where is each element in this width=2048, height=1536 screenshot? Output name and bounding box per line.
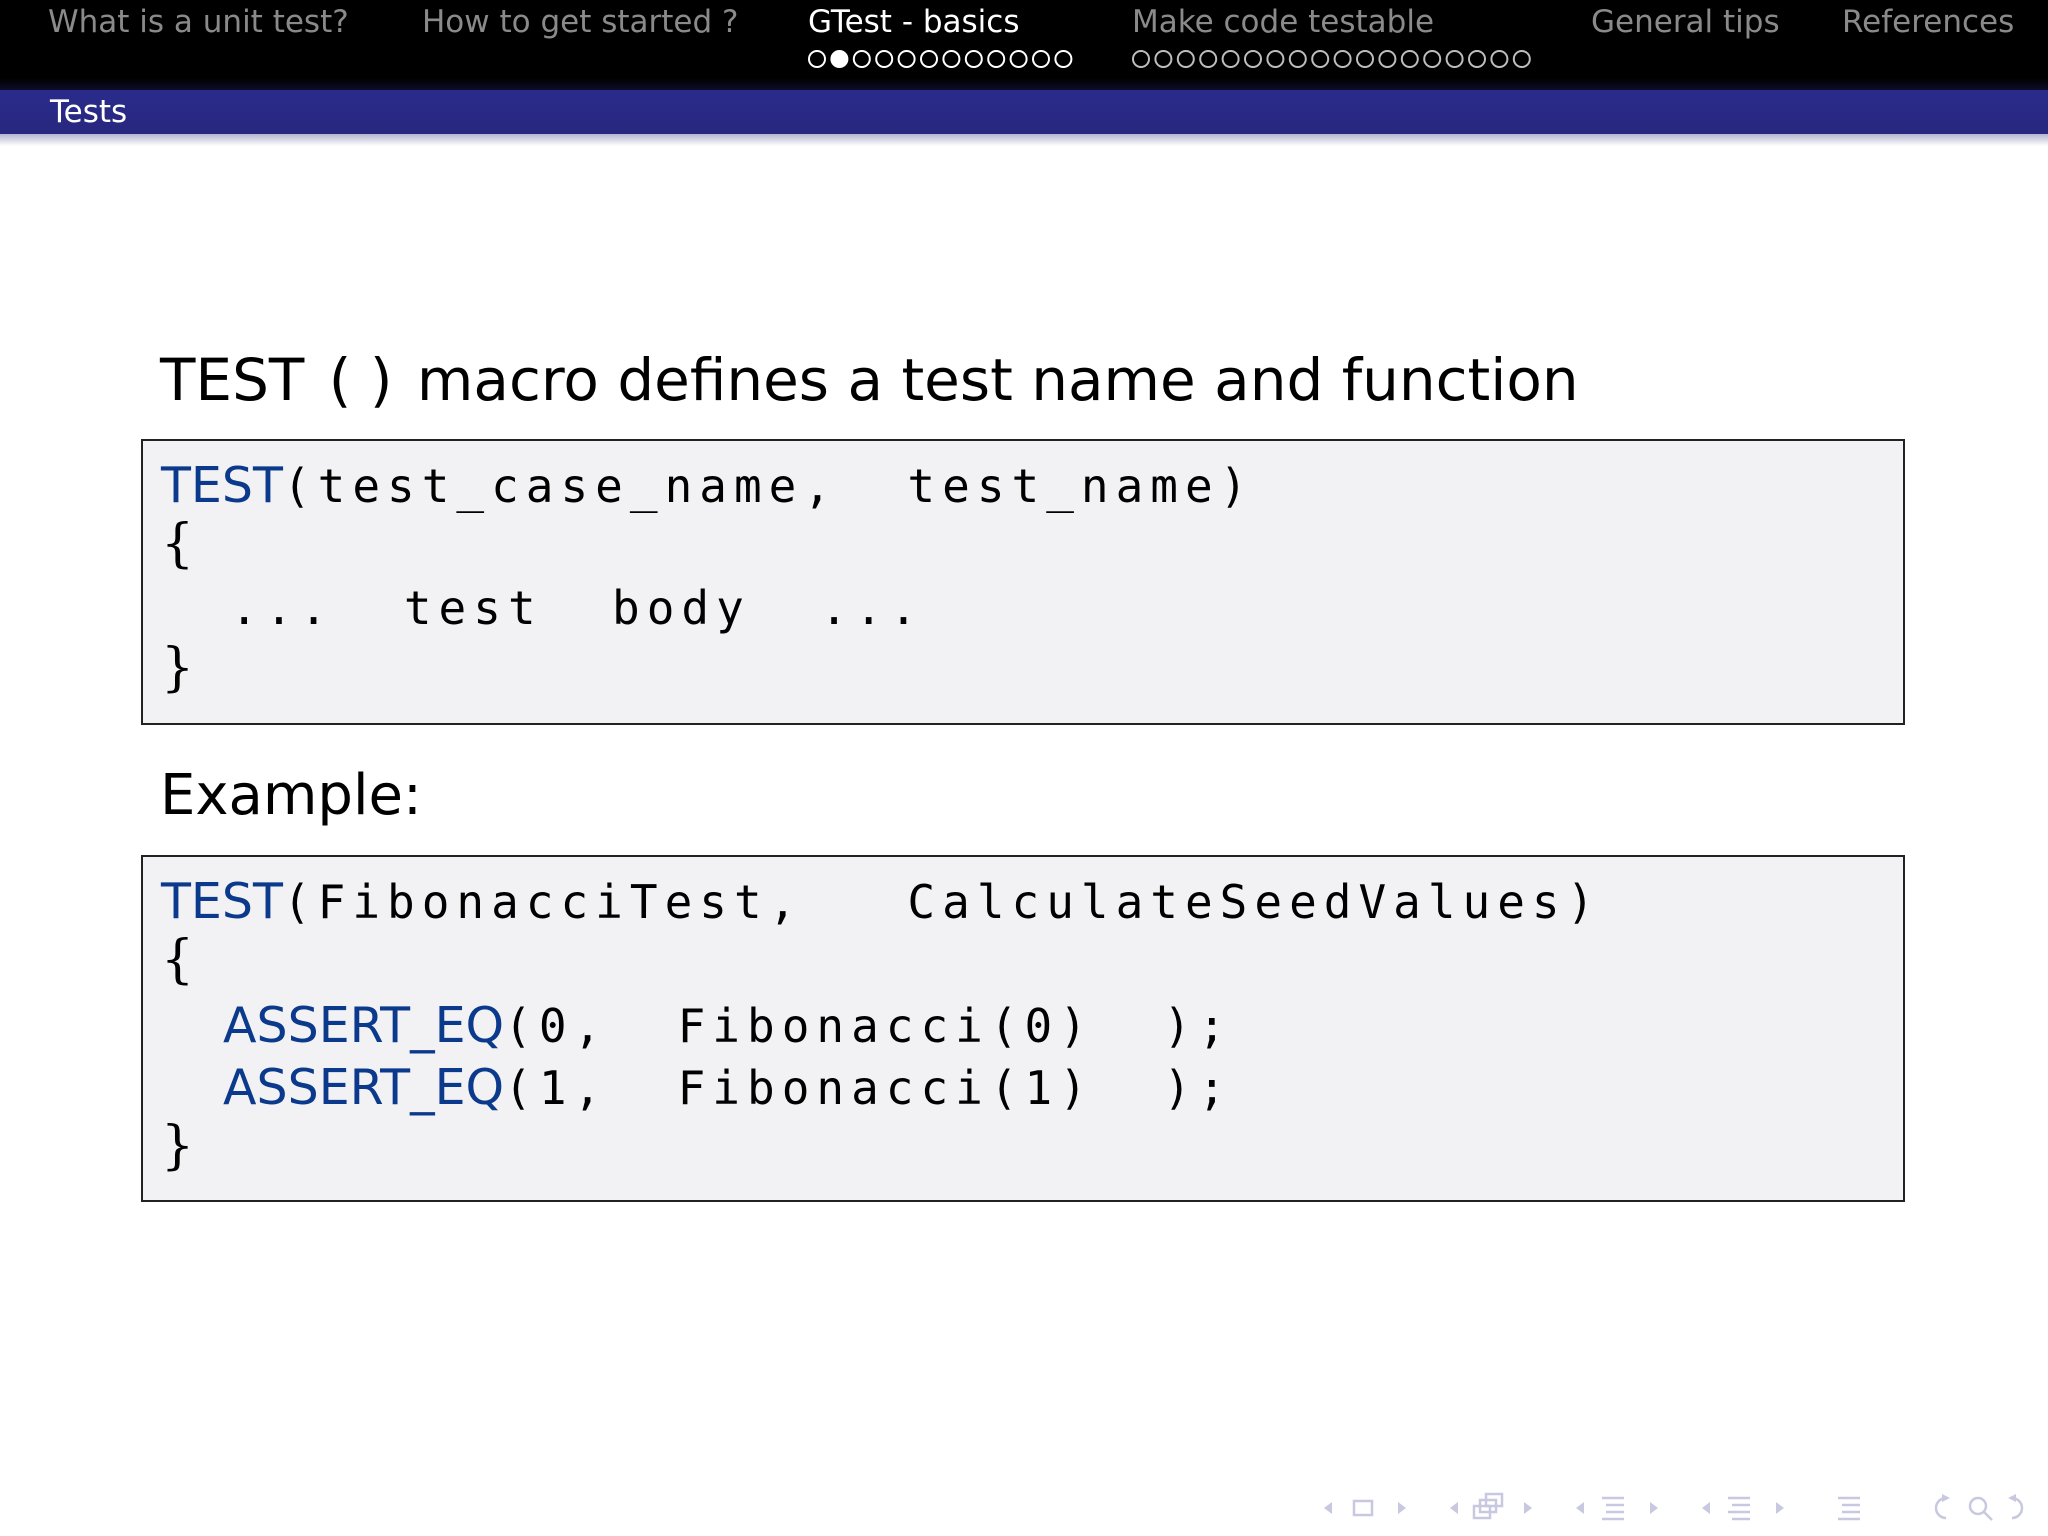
frame-dot[interactable] <box>1512 50 1531 68</box>
code-line: ASSERT_EQ(0, Fibonacci(0) ); <box>223 995 1233 1057</box>
frame-dot[interactable] <box>920 50 938 68</box>
beamer-navigation-symbols <box>1310 1488 2040 1528</box>
frame-dot[interactable] <box>1032 50 1050 68</box>
part-nav-icon[interactable] <box>1688 1488 1798 1528</box>
code-text: (1, Fibonacci(1) ); <box>504 1061 1233 1115</box>
nav-section-label: What is a unit test? <box>48 4 349 40</box>
frame-dot[interactable] <box>987 50 1006 68</box>
code-keyword: ASSERT_EQ <box>223 1059 505 1116</box>
frame-dot[interactable] <box>1311 50 1330 68</box>
frame-dots-make-code-testable <box>1132 50 1531 68</box>
frame-dot[interactable] <box>1378 50 1397 68</box>
frame-dot[interactable] <box>1490 50 1509 68</box>
frame-dot[interactable] <box>1154 50 1173 68</box>
frame-dot[interactable] <box>1054 50 1073 68</box>
frame-progress-dots <box>808 44 1088 74</box>
nav-section-gtest-basics[interactable]: GTest - basics <box>808 0 1088 90</box>
code-line: TEST(FibonacciTest, CalculateSeedValues) <box>161 871 1601 933</box>
frame-dot[interactable] <box>897 50 916 68</box>
code-line: ... test body ... <box>161 581 925 635</box>
subsection-bar-shadow <box>0 134 2048 146</box>
code-open-brace: { <box>161 514 195 574</box>
frame-progress-dots <box>1132 44 1552 74</box>
heading-keyword: TEST <box>160 346 305 414</box>
appendix-icon[interactable] <box>1830 1488 1870 1528</box>
section-navigation-bar: What is a unit test? How to get started … <box>0 0 2048 90</box>
subsection-title[interactable]: Tests <box>50 94 128 130</box>
slide-heading: TEST ( ) macro defines a test name and f… <box>160 340 1579 420</box>
frame-dot[interactable] <box>1266 50 1285 68</box>
example-label: Example: <box>160 763 422 828</box>
nav-section-label: General tips <box>1591 4 1780 40</box>
frame-dot[interactable] <box>1356 50 1374 68</box>
heading-text: macro defines a test name and function <box>416 346 1579 414</box>
nav-section-make-code-testable[interactable]: Make code testable <box>1132 0 1552 90</box>
frame-dot[interactable] <box>1400 50 1419 68</box>
code-block-syntax: TEST(test_case_name, test_name) { ... te… <box>141 439 1905 725</box>
frame-dot[interactable] <box>852 50 871 68</box>
frame-dot[interactable] <box>808 50 826 68</box>
code-open-brace: { <box>161 930 195 990</box>
frame-dot[interactable] <box>1445 50 1464 68</box>
code-close-brace: } <box>161 1116 195 1176</box>
nav-section-label: References <box>1842 4 2015 40</box>
nav-section-what-is-unit-test[interactable]: What is a unit test? <box>48 0 349 90</box>
frame-dot[interactable] <box>1244 50 1262 68</box>
frame-dot[interactable] <box>1009 50 1028 68</box>
subsection-nav-icon[interactable] <box>1436 1488 1546 1528</box>
nav-section-how-to-get-started[interactable]: How to get started ? <box>422 0 738 90</box>
frame-dot[interactable] <box>1288 50 1307 68</box>
nav-section-label: Make code testable <box>1132 4 1435 40</box>
code-close-brace: } <box>161 638 195 698</box>
code-keyword: TEST <box>161 457 283 514</box>
nav-section-references[interactable]: References <box>1842 0 2014 90</box>
frame-dot[interactable] <box>942 50 961 68</box>
frame-dot[interactable] <box>964 50 983 68</box>
frame-dots-gtest-basics <box>808 50 1073 68</box>
current-frame-dot[interactable] <box>830 50 849 68</box>
frame-dot[interactable] <box>1176 50 1195 68</box>
heading-parens: ( ) <box>328 346 393 414</box>
frame-dot[interactable] <box>1199 50 1218 68</box>
frame-dot[interactable] <box>1132 50 1150 68</box>
frame-dot[interactable] <box>1468 50 1486 68</box>
code-keyword: ASSERT_EQ <box>223 997 505 1054</box>
frame-dot[interactable] <box>1333 50 1352 68</box>
code-keyword: TEST <box>161 873 283 930</box>
frame-nav-icon[interactable] <box>1310 1488 1420 1528</box>
code-line: ASSERT_EQ(1, Fibonacci(1) ); <box>223 1057 1233 1119</box>
subsection-bar: Tests <box>0 90 2048 134</box>
frame-dot[interactable] <box>1423 50 1442 68</box>
frame-dot[interactable] <box>875 50 894 68</box>
code-text: (FibonacciTest, CalculateSeedValues) <box>282 875 1602 929</box>
code-line: TEST(test_case_name, test_name) <box>161 455 1254 517</box>
back-search-forward-icon[interactable] <box>1920 1488 2038 1528</box>
nav-section-label: GTest - basics <box>808 4 1020 40</box>
code-text: (test_case_name, test_name) <box>282 459 1255 513</box>
nav-section-general-tips[interactable]: General tips <box>1591 0 1780 90</box>
code-block-example: TEST(FibonacciTest, CalculateSeedValues)… <box>141 855 1905 1202</box>
section-nav-icon[interactable] <box>1562 1488 1672 1528</box>
nav-section-label: How to get started ? <box>422 4 739 40</box>
code-text: (0, Fibonacci(0) ); <box>504 999 1233 1053</box>
frame-dot[interactable] <box>1221 50 1240 68</box>
